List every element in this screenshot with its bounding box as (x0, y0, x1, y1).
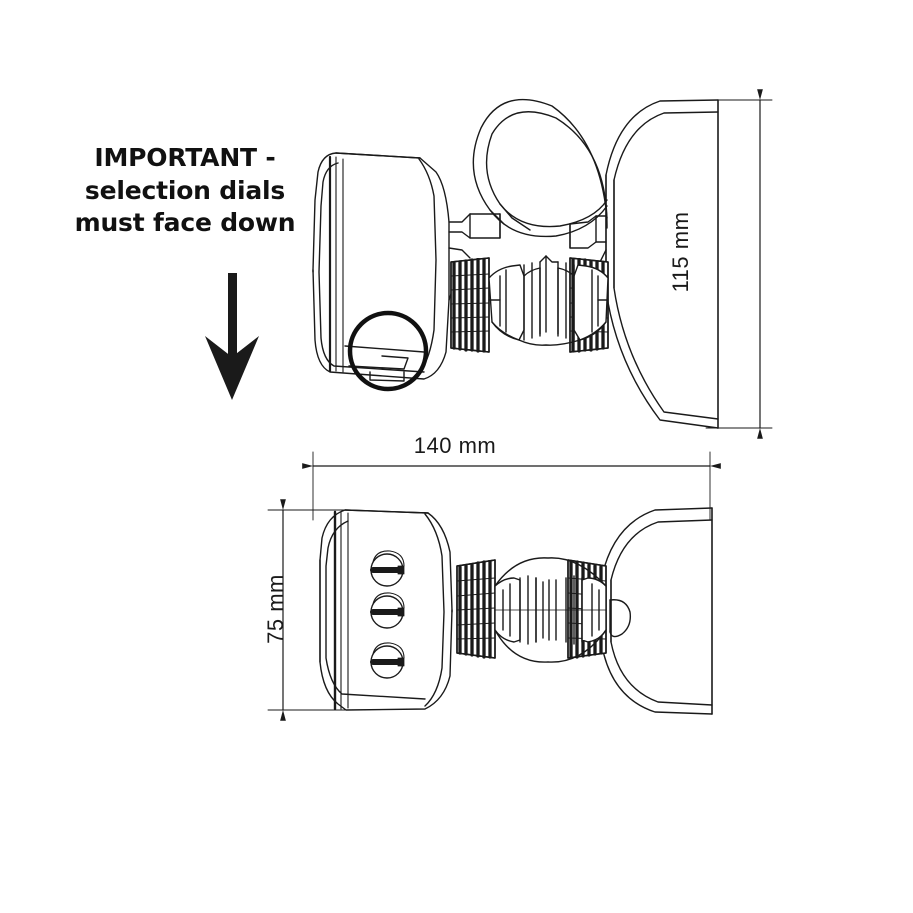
articulating-knuckle-plan (494, 557, 607, 663)
power-cable-loop (472, 98, 608, 238)
lamp-head-housing-plan (319, 509, 453, 711)
note-line-3: must face down (74, 208, 296, 237)
dimension-label-depth-75: 75 mm (263, 574, 288, 644)
articulating-knuckle (488, 255, 609, 346)
dimension-height-115 (705, 89, 773, 439)
note-line-1: IMPORTANT - (94, 143, 276, 172)
note-line-2: selection dials (84, 175, 286, 205)
plan-view (319, 507, 713, 715)
selection-dial-2 (370, 592, 405, 629)
side-elevation-view (312, 98, 719, 429)
mounting-plate-plan (601, 507, 713, 715)
dimension-label-height-115: 115 mm (668, 211, 693, 293)
dimension-width-140 (302, 451, 721, 521)
lamp-head-housing (312, 152, 450, 382)
dial-location-circle (347, 310, 429, 392)
dimension-label-width-140: 140 mm (413, 433, 497, 458)
knurled-ring-left (450, 257, 490, 353)
down-arrow-icon (205, 273, 259, 400)
important-note: IMPORTANT - selection dials must face do… (60, 142, 310, 240)
knurled-ring-left-plan (456, 559, 496, 659)
selection-dial-3 (370, 642, 405, 679)
mounting-plate (605, 99, 719, 429)
selection-dial-1 (370, 550, 405, 587)
dimension-depth-75 (267, 499, 353, 721)
